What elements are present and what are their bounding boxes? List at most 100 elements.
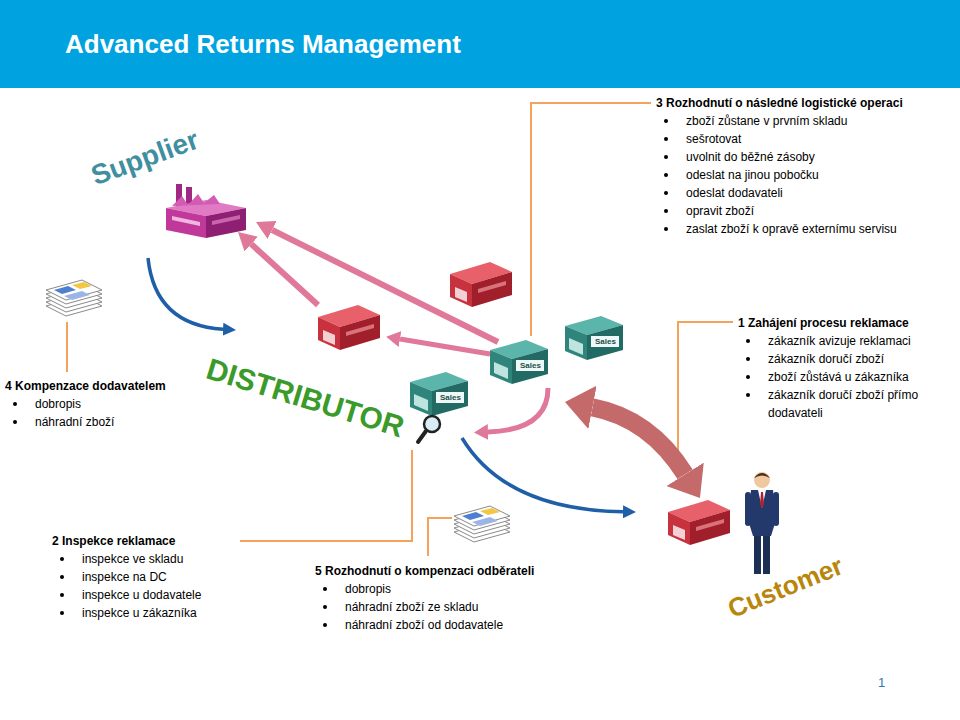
arm bbox=[773, 492, 779, 526]
building-sign-text: Sales bbox=[520, 361, 541, 370]
bullet-text: zboží zůstane v prvním skladu bbox=[686, 112, 954, 130]
bullet-item: inspekce na DC bbox=[52, 568, 282, 586]
bullet-item: inspekce u zákazníka bbox=[52, 604, 282, 622]
bullet-item: dobropis bbox=[315, 580, 581, 598]
magnifier-glass bbox=[424, 416, 440, 432]
bullet-dot bbox=[664, 173, 668, 177]
bullet-text: dobropis bbox=[35, 395, 210, 413]
bullet-dot bbox=[746, 339, 750, 343]
building-sign-text: Sales bbox=[440, 393, 461, 402]
bullet-item: náhradní zboží bbox=[5, 413, 210, 431]
document-icon bbox=[46, 280, 102, 316]
bullet-text: inspekce ve skladu bbox=[82, 550, 282, 568]
bullet-dot bbox=[664, 191, 668, 195]
bullet-dot bbox=[664, 155, 668, 159]
bullet-text: uvolnit do běžné zásoby bbox=[686, 148, 954, 166]
disc-edge bbox=[614, 490, 858, 638]
leg bbox=[754, 532, 761, 574]
bullet-text: náhradní zboží ze skladu bbox=[345, 598, 581, 616]
connector-arrow bbox=[251, 244, 318, 305]
saw-roof bbox=[172, 194, 220, 206]
internal-arrow bbox=[488, 388, 548, 432]
connector-arrow bbox=[148, 258, 223, 329]
bullet-text: zaslat zboží k opravě externímu servisu bbox=[686, 220, 954, 238]
bullet-item: zboží zůstává u zákazníka bbox=[738, 368, 952, 386]
bullet-text: inspekce u zákazníka bbox=[82, 604, 282, 622]
sales-icon bbox=[410, 372, 468, 416]
bullet-item: zboží zůstane v prvním skladu bbox=[656, 112, 954, 130]
bullet-dot bbox=[60, 593, 64, 597]
jacket bbox=[748, 490, 776, 536]
label-holder: Sales bbox=[595, 337, 616, 346]
bullet-item: uvolnit do běžné zásoby bbox=[656, 148, 954, 166]
callout-heading: 4 Kompenzace dodavatelem bbox=[5, 377, 210, 395]
customer-building bbox=[668, 500, 730, 545]
window-band bbox=[172, 216, 200, 226]
bullet-item: zákazník avizuje reklamaci bbox=[738, 332, 952, 350]
callout-heading: 5 Rozhodnutí o kompenzaci odběrateli bbox=[315, 562, 581, 580]
callout: 5 Rozhodnutí o kompenzaci odběratelidobr… bbox=[315, 562, 581, 634]
platform-side bbox=[182, 320, 728, 490]
bullet-text: dobropis bbox=[345, 580, 581, 598]
front-wall bbox=[166, 208, 206, 238]
connector-arrow bbox=[593, 407, 686, 474]
sales-icon bbox=[565, 316, 623, 360]
supplier-disc: Supplier bbox=[45, 112, 285, 262]
bullet-text: opravit zboží bbox=[686, 202, 954, 220]
label-holder: 1 bbox=[878, 675, 885, 691]
bullet-dot bbox=[60, 611, 64, 615]
disc-top bbox=[614, 484, 858, 632]
factory-icon bbox=[166, 184, 246, 238]
head bbox=[754, 472, 770, 488]
internal-arrow bbox=[400, 339, 490, 354]
person-figure bbox=[745, 472, 779, 574]
window-band bbox=[212, 215, 240, 225]
leg bbox=[763, 532, 770, 574]
bullet-dot bbox=[323, 623, 327, 627]
title-band: Advanced Returns Management bbox=[0, 0, 960, 88]
connector-arrow bbox=[462, 438, 623, 512]
leader-line bbox=[428, 518, 452, 556]
label-holder: Sales bbox=[440, 393, 461, 402]
page-number: 1 bbox=[878, 675, 885, 691]
document-icon bbox=[454, 506, 510, 542]
connector-arrow bbox=[272, 230, 498, 342]
bullet-text: inspekce u dodavatele bbox=[82, 586, 282, 604]
leader-line bbox=[531, 103, 651, 336]
disc-top bbox=[47, 117, 283, 255]
bullet-item: zaslat zboží k opravě externímu servisu bbox=[656, 220, 954, 238]
callout: 2 Inspekce reklamaceinspekce ve skladuin… bbox=[52, 532, 282, 622]
callout: 4 Kompenzace dodavatelemdobropisnáhradní… bbox=[5, 377, 210, 431]
callout-heading: 3 Rozhodnutí o následné logistické opera… bbox=[656, 94, 954, 112]
shirt bbox=[758, 490, 766, 508]
bullet-dot bbox=[664, 119, 668, 123]
bullet-item: sešrotovat bbox=[656, 130, 954, 148]
bullet-item: odeslat na jinou pobočku bbox=[656, 166, 954, 184]
side-wall bbox=[206, 208, 246, 238]
platform-top bbox=[182, 236, 728, 478]
bullet-dot bbox=[746, 393, 750, 397]
warehouse-icon bbox=[450, 262, 512, 307]
bullet-item: opravit zboží bbox=[656, 202, 954, 220]
customer-label: Customer bbox=[723, 551, 847, 624]
leader-line bbox=[66, 322, 68, 372]
bullet-text: zákazník avizuje reklamaci bbox=[768, 332, 952, 350]
bullet-dot bbox=[323, 605, 327, 609]
bullet-item: náhradní zboží ze skladu bbox=[315, 598, 581, 616]
bullet-dot bbox=[323, 587, 327, 591]
bullet-dot bbox=[746, 375, 750, 379]
bullet-text: odeslat dodavateli bbox=[686, 184, 954, 202]
bullet-dot bbox=[60, 575, 64, 579]
disc-edge bbox=[47, 123, 283, 261]
bullet-item: zákazník doručí zboží bbox=[738, 350, 952, 368]
bullet-dot bbox=[664, 227, 668, 231]
leader-line bbox=[678, 322, 733, 468]
callout: 3 Rozhodnutí o následné logistické opera… bbox=[656, 94, 954, 238]
arm bbox=[745, 492, 751, 526]
bullet-item: odeslat dodavateli bbox=[656, 184, 954, 202]
bullet-text: náhradní zboží od dodavatele bbox=[345, 616, 581, 634]
bullet-item: dobropis bbox=[5, 395, 210, 413]
magnifier-icon bbox=[418, 416, 440, 442]
tie bbox=[760, 492, 764, 508]
